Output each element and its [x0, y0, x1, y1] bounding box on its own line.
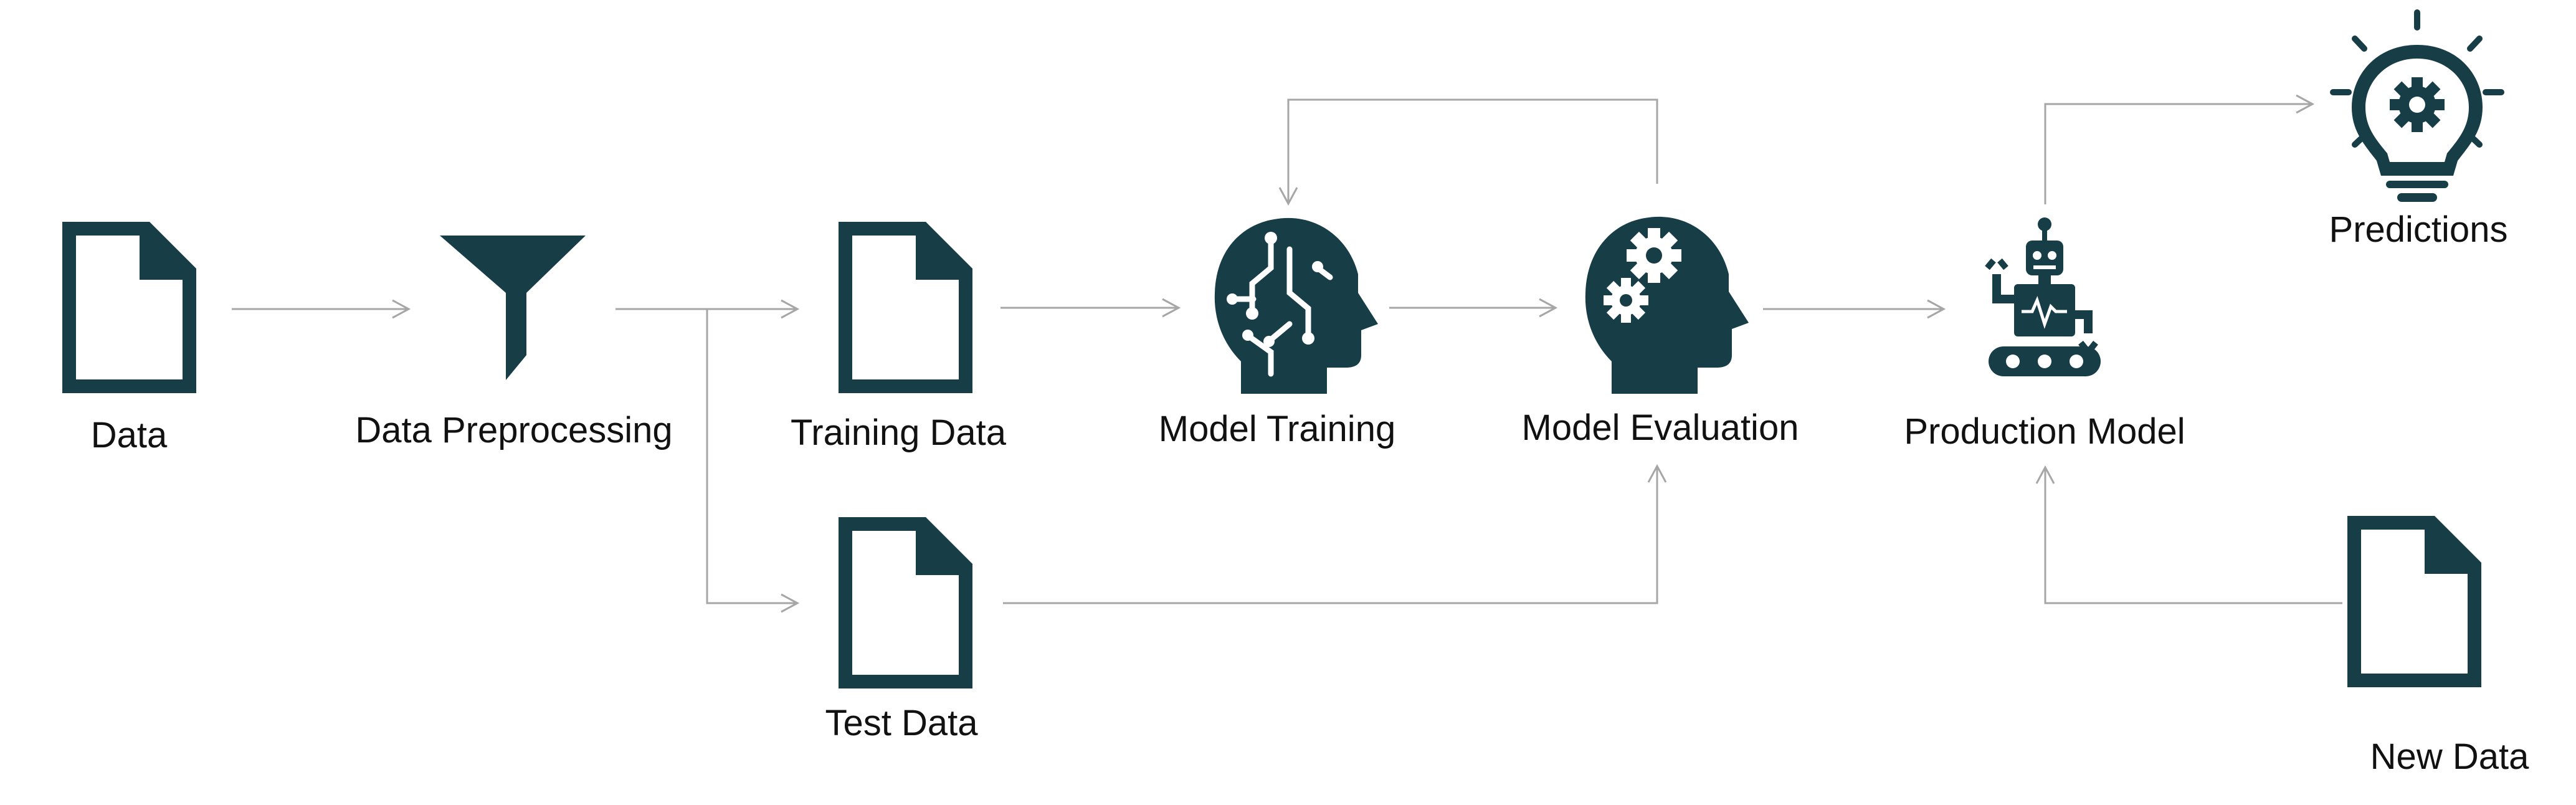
arrowhead [2035, 465, 2055, 484]
node-label: Model Training [1159, 409, 1395, 449]
brain-circuit-head-icon [1214, 217, 1378, 394]
document-icon [839, 222, 972, 393]
arrowhead [1278, 187, 1298, 206]
node-label: Test Data [825, 703, 979, 743]
node-label: Production Model [1904, 411, 2185, 452]
node-label: Training Data [791, 412, 1007, 453]
document-icon [2347, 516, 2481, 687]
funnel-icon [440, 236, 586, 380]
arrow-production-to-predictions [2044, 103, 2311, 204]
node-label: New Data [2370, 736, 2529, 777]
lightbulb-gear-icon [2330, 9, 2504, 202]
node-test-data: Test Data [825, 517, 979, 743]
arrowhead [781, 299, 800, 319]
document-icon [62, 222, 196, 393]
arrow-new-data-to-production [2044, 469, 2342, 604]
node-new-data: New Data [2347, 516, 2529, 777]
arrowhead [1539, 298, 1558, 318]
arrowhead [781, 593, 800, 613]
node-data: Data [62, 222, 196, 455]
node-production-model: Production Model [1904, 217, 2185, 452]
node-predictions: Predictions [2329, 9, 2508, 250]
arrow-evaluation-feedback-loop [1287, 98, 1658, 202]
node-label: Data Preprocessing [355, 410, 672, 450]
document-icon [839, 517, 972, 688]
node-label: Predictions [2329, 209, 2508, 250]
arrow-preprocessing-to-test [706, 309, 796, 604]
node-data-preprocessing: Data Preprocessing [355, 236, 673, 450]
robot-icon [1985, 217, 2101, 376]
arrowhead [1647, 464, 1667, 483]
gears-head-icon [1585, 216, 1749, 394]
node-training-data: Training Data [791, 222, 1007, 453]
node-model-evaluation: Model Evaluation [1522, 216, 1799, 448]
connectors [232, 94, 2342, 613]
arrowhead [1162, 298, 1181, 318]
node-label: Model Evaluation [1522, 407, 1799, 448]
arrow-test-to-evaluation [1003, 467, 1658, 604]
arrowhead [1927, 299, 1946, 319]
arrowhead [392, 299, 411, 319]
arrowhead [2296, 94, 2315, 114]
node-label: Data [91, 415, 168, 455]
node-model-training: Model Training [1159, 217, 1395, 449]
